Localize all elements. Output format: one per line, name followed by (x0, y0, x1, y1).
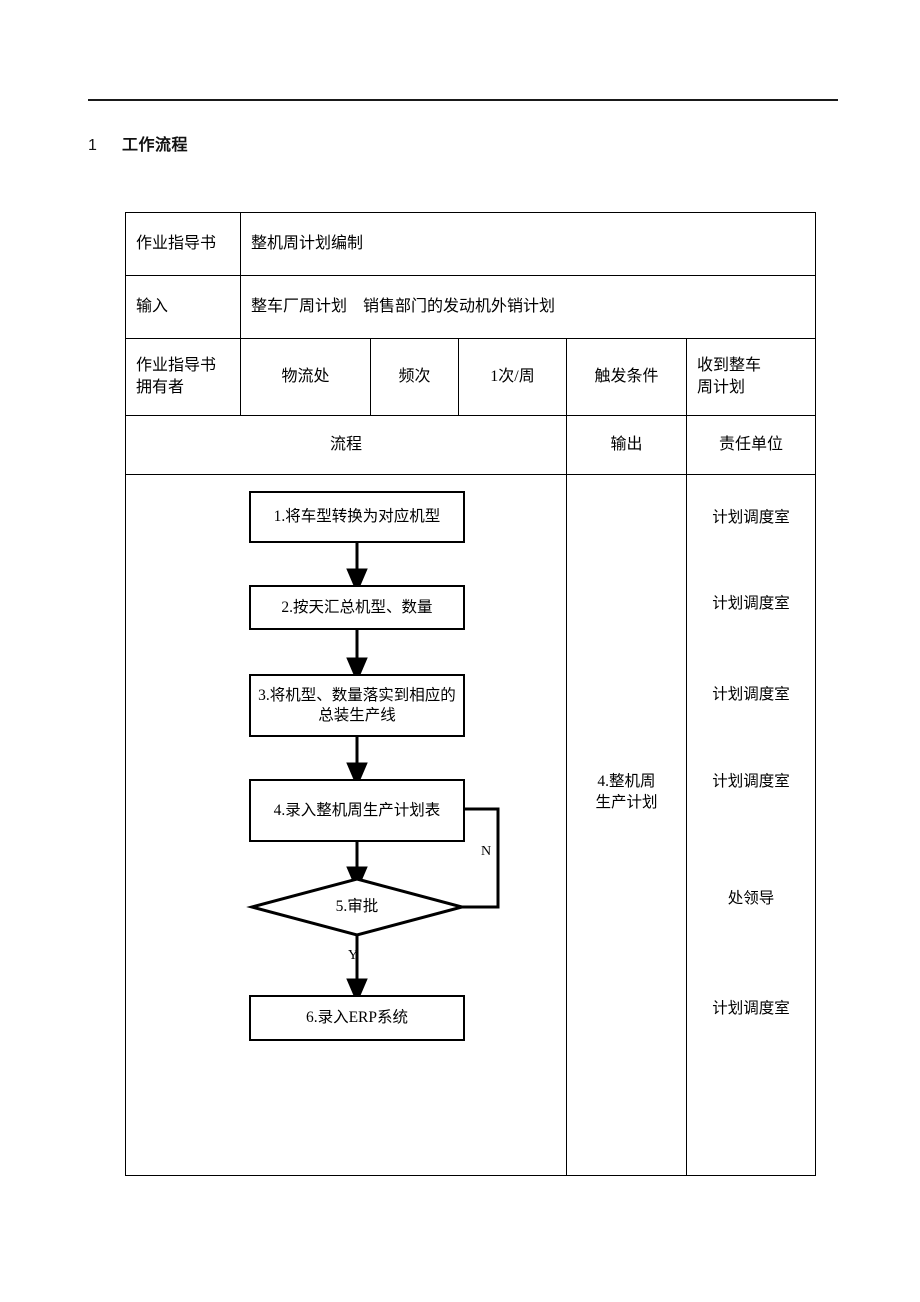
section-title: 工作流程 (122, 137, 189, 154)
header-flow: 流程 (125, 415, 567, 475)
output-item: 4.整机周 生产计划 (567, 772, 686, 814)
cell-frequency-value: 1次/周 (458, 338, 567, 416)
output-item-line1: 4.整机周 (597, 773, 656, 790)
flow-node-1: 1.将车型转换为对应机型 (249, 491, 465, 543)
responsible-item-6: 计划调度室 (712, 1000, 790, 1017)
cell-responsible-column: 计划调度室 计划调度室 计划调度室 计划调度室 处领导 计划调度室 (685, 474, 817, 1176)
table-row-owner-meta: 作业指导书 拥有者 物流处 频次 1次/周 触发条件 收到整车 周计划 (125, 338, 817, 416)
page-header-rule (88, 99, 838, 101)
flow-node-4-label: 4.录入整机周生产计划表 (273, 801, 441, 819)
flow-node-6: 6.录入ERP系统 (249, 995, 465, 1041)
flow-node-2: 2.按天汇总机型、数量 (249, 585, 465, 630)
responsible-item-3: 计划调度室 (712, 686, 790, 703)
header-output: 输出 (566, 415, 687, 475)
work-instruction-table: 作业指导书 整机周计划编制 输入 整车厂周计划 销售部门的发动机外销计划 作业指… (125, 212, 817, 1176)
cell-owner-value: 物流处 (240, 338, 371, 416)
cell-input-value: 整车厂周计划 销售部门的发动机外销计划 (239, 275, 817, 339)
cell-input-label: 输入 (125, 275, 241, 339)
flow-node-4: 4.录入整机周生产计划表 (249, 779, 465, 842)
trigger-value-line1: 收到整车 (697, 357, 762, 375)
output-item-line2: 生产计划 (595, 793, 658, 811)
responsible-item-2: 计划调度室 (712, 595, 790, 612)
responsible-item-4: 计划调度室 (712, 773, 790, 790)
responsible-item-5: 处领导 (727, 890, 775, 907)
table-row-document-title: 作业指导书 整机周计划编制 (125, 212, 817, 276)
table-row-column-headers: 流程 输出 责任单位 (125, 415, 817, 475)
cell-output-column: 4.整机周 生产计划 (566, 474, 687, 1176)
flow-node-1-label: 1.将车型转换为对应机型 (273, 508, 441, 526)
trigger-value-line2: 周计划 (697, 379, 746, 396)
page-title: 1 工作流程 (88, 131, 188, 155)
flow-node-3: 3.将机型、数量落实到相应的总装生产线 (249, 674, 465, 737)
cell-wi-value: 整机周计划编制 (239, 212, 817, 276)
cell-owner-label: 作业指导书 拥有者 (125, 338, 241, 416)
branch-label-yes: Y (348, 948, 359, 963)
owner-label-line2: 拥有者 (136, 379, 185, 396)
branch-label-no: N (481, 844, 492, 859)
responsible-item-1: 计划调度室 (712, 509, 790, 526)
flowchart: 1.将车型转换为对应机型 2.按天汇总机型、数量 3.将机型、数量落实到相应的总… (126, 475, 566, 1175)
table-row-flow-body: 1.将车型转换为对应机型 2.按天汇总机型、数量 3.将机型、数量落实到相应的总… (125, 474, 817, 1176)
cell-trigger-label: 触发条件 (566, 338, 687, 416)
flow-node-6-label: 6.录入ERP系统 (305, 1009, 409, 1027)
cell-trigger-value: 收到整车 周计划 (685, 338, 817, 416)
flow-node-2-label: 2.按天汇总机型、数量 (281, 598, 433, 616)
cell-wi-label: 作业指导书 (125, 212, 241, 276)
owner-label-line1: 作业指导书 (136, 357, 217, 375)
header-responsible: 责任单位 (685, 415, 817, 475)
section-number: 1 (88, 137, 98, 154)
cell-flow-diagram: 1.将车型转换为对应机型 2.按天汇总机型、数量 3.将机型、数量落实到相应的总… (125, 474, 567, 1176)
flow-node-3-label: 3.将机型、数量落实到相应的总装生产线 (258, 687, 456, 724)
cell-frequency-label: 频次 (370, 338, 459, 416)
table-row-input: 输入 整车厂周计划 销售部门的发动机外销计划 (125, 275, 817, 339)
